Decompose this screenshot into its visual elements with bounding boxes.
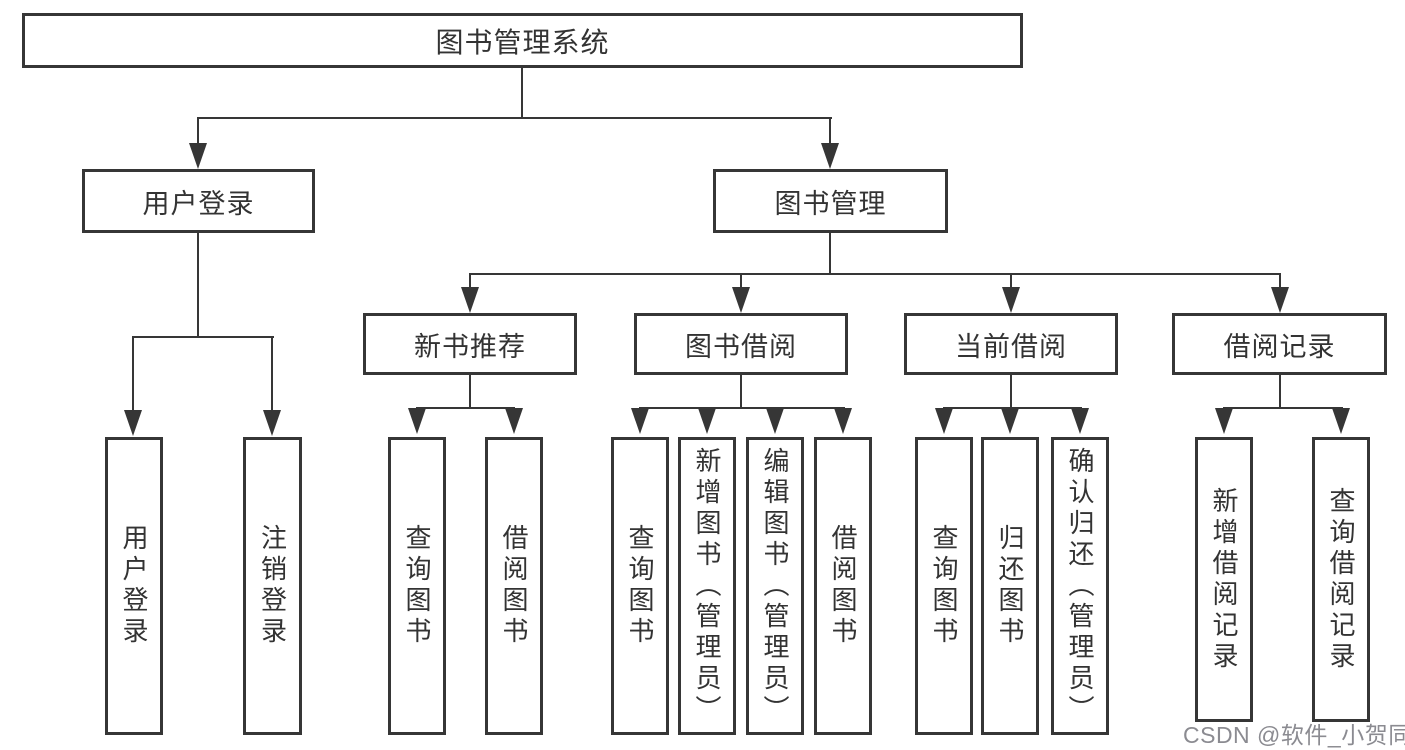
connector-level3-rail <box>469 273 1281 275</box>
connector-root-stem <box>521 68 523 119</box>
leaf-label: 编辑图书（管理员） <box>760 446 790 726</box>
leaf-add-borrow-record: 新增借阅记录 <box>1195 437 1253 722</box>
leaf-label: 注销登录 <box>257 524 288 648</box>
node-user-login: 用户登录 <box>82 169 315 233</box>
node-borrowing-records: 借阅记录 <box>1172 313 1387 375</box>
node-library-management-system: 图书管理系统 <box>22 13 1023 68</box>
node-current-borrowing: 当前借阅 <box>904 313 1118 375</box>
arrow-down-icon <box>821 143 839 169</box>
arrow-down-icon <box>1215 408 1233 434</box>
leaf-label: 用户登录 <box>119 524 149 648</box>
leaf-query-books-recommend: 查询图书 <box>388 437 446 735</box>
leaf-query-books-current: 查询图书 <box>915 437 973 735</box>
leaf-label: 新增图书（管理员） <box>692 446 722 726</box>
leaf-query-borrow-record: 查询借阅记录 <box>1312 437 1370 722</box>
arrow-down-icon <box>263 410 281 436</box>
leaf-label: 借阅图书 <box>828 524 858 648</box>
csdn-watermark: CSDN @软件_小贺同学 <box>1183 722 1405 748</box>
leaf-borrow-books: 借阅图书 <box>814 437 872 735</box>
leaf-query-books-borrow: 查询图书 <box>611 437 669 735</box>
arrow-down-icon <box>935 408 953 434</box>
node-label: 图书管理 <box>774 188 887 219</box>
connector-book-mgmt-stem <box>829 233 831 275</box>
leaf-label: 借阅图书 <box>499 524 529 648</box>
node-book-borrowing: 图书借阅 <box>634 313 848 375</box>
node-label: 图书借阅 <box>685 331 797 362</box>
connector-drop <box>469 273 471 289</box>
leaf-label: 查询图书 <box>402 524 432 648</box>
leaf-label: 查询图书 <box>625 524 655 648</box>
connector-rail <box>416 407 515 409</box>
connector-drop <box>1279 273 1281 289</box>
node-label: 新书推荐 <box>414 331 526 362</box>
arrow-down-icon <box>1001 408 1019 434</box>
arrow-down-icon <box>698 408 716 434</box>
connector-user-login-rail <box>132 336 274 338</box>
leaf-confirm-return-admin: 确认归还（管理员） <box>1051 437 1109 735</box>
leaf-label: 归还图书 <box>995 524 1025 648</box>
leaf-logout: 注销登录 <box>243 437 302 735</box>
arrow-down-icon <box>631 408 649 434</box>
node-label: 当前借阅 <box>955 331 1067 362</box>
arrow-down-icon <box>189 143 207 169</box>
node-new-book-recommendation: 新书推荐 <box>363 313 577 375</box>
arrow-down-icon <box>461 287 479 313</box>
leaf-return-books: 归还图书 <box>981 437 1039 735</box>
connector-drop <box>197 117 199 145</box>
leaf-label: 确认归还（管理员） <box>1065 446 1095 726</box>
leaf-label: 新增借阅记录 <box>1209 486 1239 673</box>
connector-drop <box>740 273 742 289</box>
leaf-label: 查询借阅记录 <box>1326 486 1356 673</box>
arrow-down-icon <box>1332 408 1350 434</box>
leaf-borrow-books-recommend: 借阅图书 <box>485 437 543 735</box>
connector-drop <box>271 336 273 412</box>
connector-rail <box>639 407 845 409</box>
node-book-management: 图书管理 <box>713 169 948 233</box>
connector-drop <box>132 336 134 412</box>
connector-stem <box>1279 375 1281 409</box>
arrow-down-icon <box>505 408 523 434</box>
node-label: 借阅记录 <box>1223 331 1336 362</box>
connector-drop <box>829 117 831 145</box>
connector-rail <box>1223 407 1343 409</box>
arrow-down-icon <box>1002 287 1020 313</box>
connector-user-login-stem <box>197 233 199 338</box>
arrow-down-icon <box>408 408 426 434</box>
arrow-down-icon <box>732 287 750 313</box>
node-label: 用户登录 <box>142 188 255 219</box>
arrow-down-icon <box>1271 287 1289 313</box>
arrow-down-icon <box>1071 408 1089 434</box>
node-label: 图书管理系统 <box>435 26 610 58</box>
arrow-down-icon <box>766 408 784 434</box>
leaf-add-books-admin: 新增图书（管理员） <box>678 437 736 735</box>
leaf-edit-books-admin: 编辑图书（管理员） <box>746 437 804 735</box>
connector-stem <box>1010 375 1012 409</box>
connector-level2-rail <box>197 117 832 119</box>
arrow-down-icon <box>124 410 142 436</box>
leaf-user-login: 用户登录 <box>105 437 163 735</box>
connector-stem <box>740 375 742 409</box>
connector-stem <box>469 375 471 409</box>
leaf-label: 查询图书 <box>929 524 959 648</box>
arrow-down-icon <box>834 408 852 434</box>
connector-drop <box>1010 273 1012 289</box>
